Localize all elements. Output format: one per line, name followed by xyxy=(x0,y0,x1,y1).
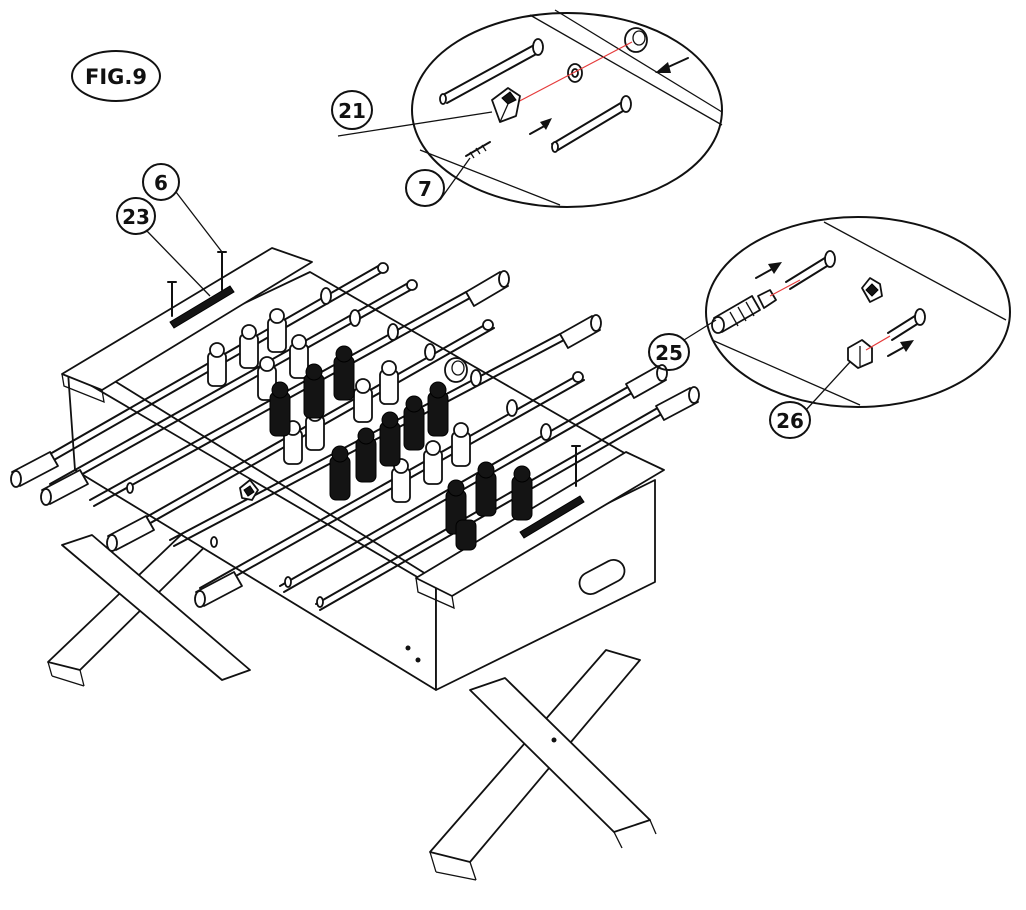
goal-cup xyxy=(444,357,468,383)
callout-23-text: 23 xyxy=(122,205,150,229)
player-black xyxy=(455,519,477,551)
loose-rod-ends xyxy=(126,482,324,608)
player-white xyxy=(239,324,259,369)
rod-right-bottom xyxy=(887,308,926,341)
rod-end-nuts xyxy=(377,262,584,383)
player-black xyxy=(269,381,291,437)
screw-part xyxy=(465,141,491,159)
player-black xyxy=(329,445,351,501)
end-cap xyxy=(624,27,648,53)
arrow-right-icon xyxy=(755,262,782,279)
player-white xyxy=(289,334,309,379)
handle-near-3 xyxy=(106,515,155,552)
arrow-left-icon xyxy=(655,57,689,73)
handle-near-1 xyxy=(10,451,59,488)
detail-bubble-right xyxy=(705,216,1011,408)
handle-grip xyxy=(711,289,777,334)
player-white xyxy=(207,342,227,387)
bumper-icon xyxy=(239,479,259,501)
player-black xyxy=(403,395,425,451)
player-black xyxy=(303,363,325,419)
player-white xyxy=(379,360,399,405)
bumper-part xyxy=(491,87,521,123)
arrow-right-icon xyxy=(887,340,914,357)
foosball-table xyxy=(10,247,700,881)
handle-far-1 xyxy=(465,270,510,307)
screw-left-a xyxy=(167,281,177,317)
handle-near-4 xyxy=(194,571,243,608)
figure-label-text: FIG.9 xyxy=(85,65,147,89)
player-white xyxy=(267,308,287,353)
guide-line xyxy=(511,41,633,106)
ball-return-slot xyxy=(578,558,626,596)
rod-right-top xyxy=(785,250,836,290)
nut-part xyxy=(847,339,873,369)
callout-6-text: 6 xyxy=(154,171,168,195)
x-leg-right xyxy=(429,649,657,881)
score-rack-right xyxy=(519,495,585,539)
callout-21-text: 21 xyxy=(338,99,366,123)
callout-7: 7 xyxy=(405,157,471,207)
figure-label: FIG.9 xyxy=(71,50,161,102)
score-rack-left xyxy=(169,285,235,329)
callout-21: 21 xyxy=(331,90,493,137)
player-black xyxy=(379,411,401,467)
player-black xyxy=(333,345,355,401)
rod-bearings xyxy=(320,287,552,441)
bumper-icon xyxy=(861,277,883,303)
player-black xyxy=(475,461,497,517)
callout-25-text: 25 xyxy=(655,341,683,365)
rod-top-right xyxy=(551,95,632,153)
callout-26-text: 26 xyxy=(776,409,804,433)
callout-7-text: 7 xyxy=(418,177,432,201)
callout-23: 23 xyxy=(116,197,211,297)
player-black xyxy=(427,381,449,437)
player-black xyxy=(355,427,377,483)
player-white xyxy=(353,378,373,423)
handle-near-2 xyxy=(40,469,89,506)
players-black xyxy=(269,345,533,551)
arrow-right-icon xyxy=(529,118,552,135)
player-white xyxy=(423,440,443,485)
detail-bubble-top xyxy=(411,9,723,208)
callout-25: 25 xyxy=(648,319,717,371)
handle-far-2 xyxy=(559,314,602,349)
players-white xyxy=(207,308,471,503)
screw-right xyxy=(571,445,581,487)
player-black xyxy=(511,465,533,521)
handle-far-4 xyxy=(655,386,700,421)
player-white xyxy=(451,422,471,467)
callout-6: 6 xyxy=(142,163,223,253)
rod-top-left xyxy=(439,38,544,105)
handle-far-3 xyxy=(625,364,668,399)
callout-26: 26 xyxy=(769,361,851,439)
